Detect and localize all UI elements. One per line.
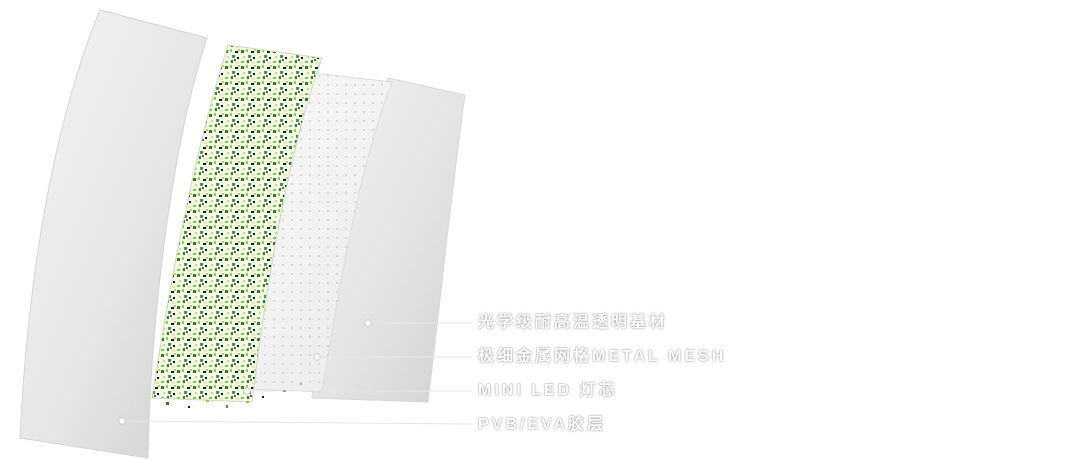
marker-substrate bbox=[364, 319, 372, 327]
marker-metal-mesh bbox=[313, 353, 321, 361]
label-mini-led: MINI LED 灯芯 bbox=[478, 374, 726, 408]
label-mini-led-text: MINI LED 灯芯 bbox=[478, 382, 618, 399]
marker-mini-led bbox=[243, 387, 251, 395]
mini-led-layer bbox=[151, 44, 323, 408]
marker-pvb-eva bbox=[118, 417, 126, 425]
label-metal-mesh: 极细金属网格METAL MESH bbox=[478, 340, 726, 374]
label-pvb-eva-text: PVB/EVA胶层 bbox=[478, 416, 607, 433]
label-substrate-text: 光学级耐高温透明基材 bbox=[478, 314, 669, 331]
leader-lines bbox=[121, 322, 473, 425]
label-pvb-eva: PVB/EVA胶层 bbox=[478, 408, 726, 442]
pvb-eva-layer bbox=[19, 9, 208, 459]
label-substrate: 光学级耐高温透明基材 bbox=[478, 306, 726, 340]
label-metal-mesh-text: 极细金属网格METAL MESH bbox=[478, 348, 727, 365]
layer-labels: 光学级耐高温透明基材 极细金属网格METAL MESH MINI LED 灯芯 … bbox=[478, 306, 726, 442]
leader-markers bbox=[118, 319, 372, 425]
